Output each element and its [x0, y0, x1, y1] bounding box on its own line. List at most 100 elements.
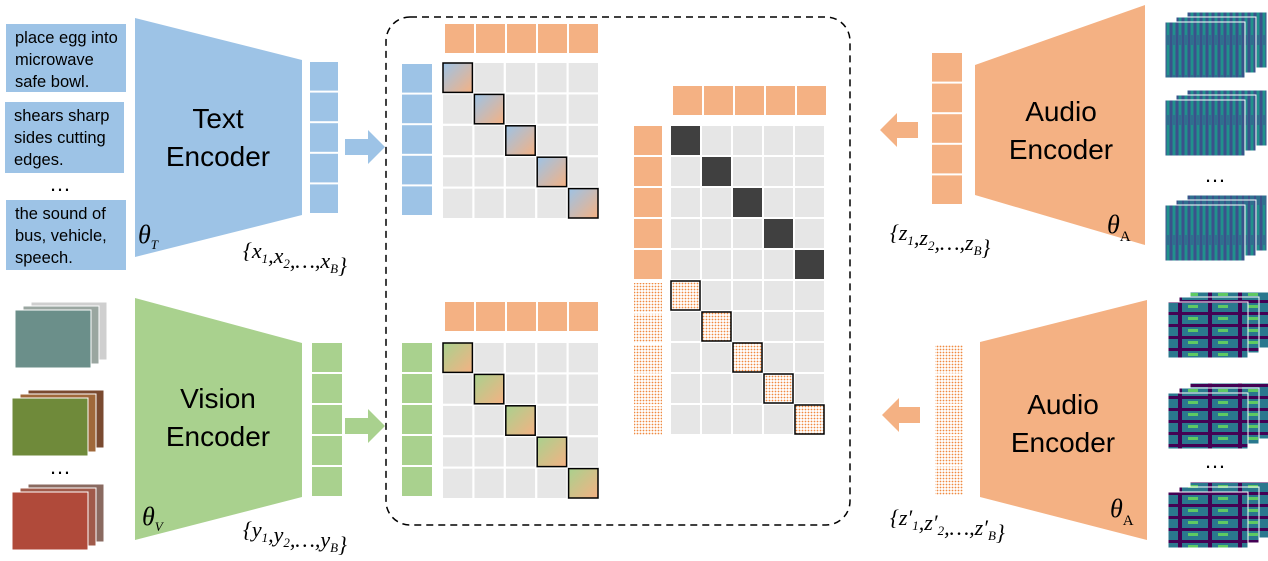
theta-audio-bottom: θA	[1110, 494, 1134, 529]
audio-encoder-bottom-shape	[980, 300, 1147, 540]
embedding-cell	[634, 375, 662, 405]
embedding-cell	[538, 302, 567, 331]
audio-embeddings-row-top	[445, 24, 598, 53]
ellipsis: …	[49, 454, 71, 479]
caption-line: safe bowl.	[15, 73, 89, 91]
audio-embeddings-row-bottom	[445, 302, 598, 331]
embedding-cell	[312, 343, 342, 372]
audio-embeddings-column	[634, 126, 662, 279]
diagonal-cell	[732, 342, 763, 373]
similarity-cell	[566, 186, 600, 221]
diagonal-cell	[473, 93, 505, 125]
embedding-cell	[476, 24, 505, 53]
embedding-cell	[634, 157, 662, 186]
embedding-cell	[402, 125, 432, 154]
ellipsis: …	[49, 171, 71, 196]
arrow-left-icon	[880, 113, 918, 147]
text-embeddings	[310, 62, 338, 213]
embedding-cell	[476, 302, 505, 331]
diagonal-cell	[536, 156, 568, 188]
audio-audio-similarity-matrix	[669, 124, 826, 436]
caption-line: bus, vehicle,	[15, 227, 107, 245]
video-frames-2	[11, 389, 105, 457]
embedding-cell	[634, 126, 662, 155]
embedding-cell	[932, 114, 962, 143]
diagonal-cell	[795, 250, 824, 279]
diagonal-cell	[567, 187, 599, 219]
diagonal-cell	[505, 125, 536, 156]
masked-audio-embeddings	[935, 345, 963, 495]
ellipsis: …	[1204, 162, 1226, 187]
vision-encoder-shape	[135, 298, 302, 540]
caption-line: place egg into	[15, 29, 118, 47]
diagonal-cell	[505, 405, 536, 436]
embedding-cell	[312, 374, 342, 403]
embedding-cell	[673, 86, 702, 115]
diagonal-cell	[701, 311, 732, 342]
embedding-cell	[704, 86, 733, 115]
masked-spectrogram-stack	[1167, 291, 1268, 359]
text-encoder-shape	[135, 18, 302, 257]
embedding-cell	[310, 184, 338, 213]
spectrogram-stack	[1164, 89, 1268, 157]
audio-embeddings	[932, 53, 962, 204]
masked-audio-embeddings-column	[634, 283, 662, 435]
spectrogram-stack	[1164, 11, 1268, 79]
vision-audio-similarity-matrix	[441, 341, 600, 501]
embedding-cell	[935, 345, 963, 374]
audio-encoder-top-shape	[975, 5, 1145, 245]
contrastive-region-border	[385, 16, 851, 526]
embedding-cell	[634, 188, 662, 217]
caption-line: the sound of	[15, 205, 106, 223]
vision-embedding-set-label: {y1,y2,…,yB}	[243, 517, 347, 557]
embedding-cell	[932, 53, 962, 82]
embedding-cell	[402, 405, 432, 434]
embedding-cell	[634, 344, 662, 374]
embedding-cell	[935, 436, 963, 465]
embedding-cell	[538, 24, 567, 53]
vision-embeddings-column	[402, 343, 432, 496]
theta-vision: θV	[142, 502, 165, 534]
embedding-cell	[569, 24, 598, 53]
embedding-cell	[310, 92, 338, 122]
embedding-cell	[797, 86, 826, 115]
embedding-cell	[312, 405, 342, 434]
caption-line: speech.	[15, 249, 73, 267]
similarity-cell	[793, 403, 826, 436]
spectrogram-stack	[1164, 194, 1268, 262]
embedding-cell	[634, 283, 662, 312]
embedding-cell	[634, 313, 662, 343]
embedding-cell	[569, 302, 598, 331]
embedding-cell	[310, 62, 338, 91]
text-audio-similarity-matrix	[441, 61, 600, 221]
diagonal-cell	[536, 436, 568, 468]
embedding-cell	[507, 302, 536, 331]
diagonal-cell	[473, 373, 505, 405]
masked-spectrogram-stack	[1167, 382, 1268, 450]
diagonal-cell	[794, 404, 825, 435]
theta-audio-top: θA	[1107, 210, 1131, 245]
embedding-cell	[735, 86, 764, 115]
embedding-cell	[402, 467, 432, 496]
embedding-cell	[310, 123, 338, 152]
embedding-cell	[402, 436, 432, 465]
theta-text: θT	[138, 220, 159, 252]
embedding-cell	[310, 153, 338, 183]
similarity-cell	[566, 466, 600, 501]
caption-line: sides cutting	[14, 129, 106, 147]
text-embedding-set-label: {x1,x2,…,xB}	[243, 238, 347, 278]
diagonal-cell	[764, 219, 793, 248]
vision-embeddings	[312, 343, 342, 496]
diagonal-cell	[733, 188, 762, 217]
embedding-cell	[634, 406, 662, 435]
embedding-cell	[312, 467, 342, 496]
embedding-cell	[935, 375, 963, 404]
caption-line: edges.	[14, 151, 64, 169]
